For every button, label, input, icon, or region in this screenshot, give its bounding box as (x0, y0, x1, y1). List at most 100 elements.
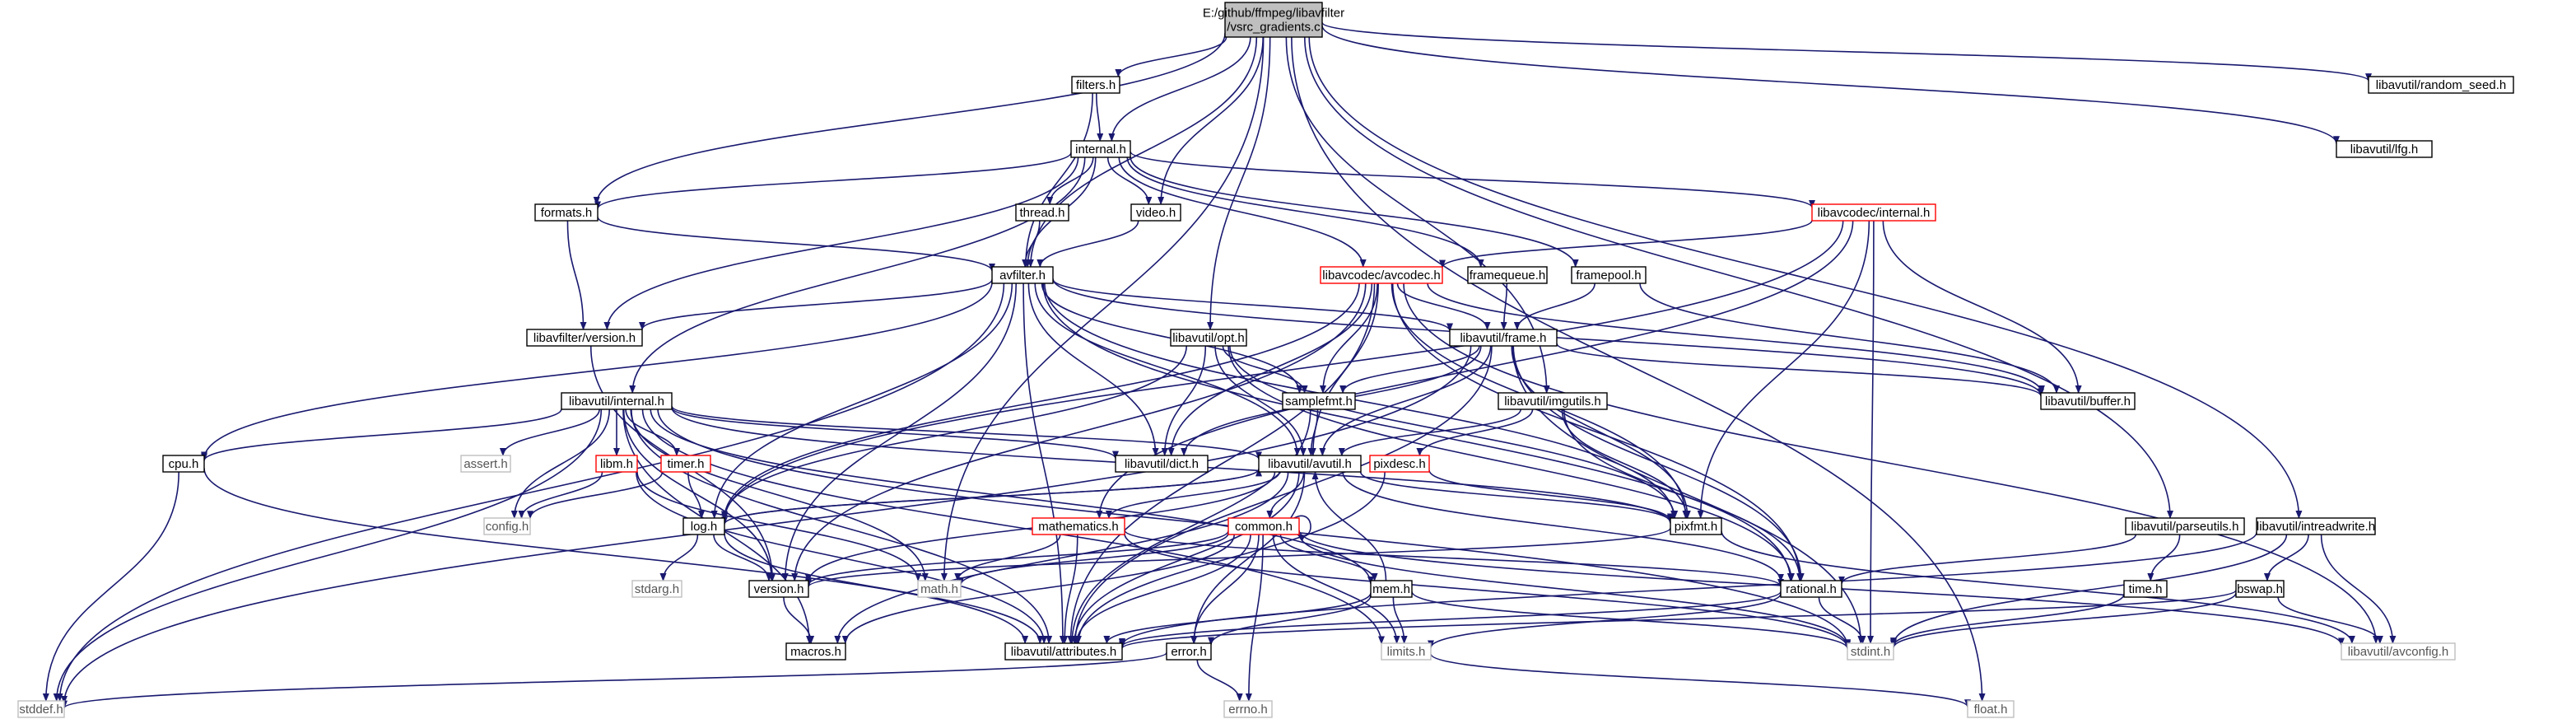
node-frame[interactable]: libavutil/frame.h (1449, 329, 1558, 347)
node-thread[interactable]: thread.h (1015, 203, 1069, 222)
edge-log-to-avutil (724, 468, 1262, 525)
edge-avcodec-to-frame (1396, 282, 1491, 330)
node-box (1571, 266, 1647, 284)
node-box (1170, 329, 1247, 347)
edge-common-to-version (805, 530, 1229, 586)
edge-limits-to-float (1430, 653, 1971, 708)
node-cpu[interactable]: cpu.h (162, 455, 205, 473)
edge-imgutils-to-rational (1563, 409, 1804, 581)
node-bswap[interactable]: bswap.h (2235, 580, 2285, 598)
node-opt[interactable]: libavutil/opt.h (1170, 329, 1247, 347)
edge-lavu_internal-to-math (630, 409, 929, 581)
node-intreadwrite[interactable]: libavutil/intreadwrite.h (2256, 517, 2376, 535)
node-label: mathematics.h (1038, 520, 1119, 534)
edge-internal-to-thread (1046, 156, 1094, 205)
node-label: limits.h (1387, 645, 1426, 659)
node-lavc_internal[interactable]: libavcodec/internal.h (1811, 203, 1936, 222)
node-label: filters.h (1076, 78, 1116, 92)
edge-lavc_internal-to-mathematics (1096, 220, 1854, 519)
node-imgutils[interactable]: libavutil/imgutils.h (1498, 392, 1608, 410)
node-box (1004, 642, 1123, 661)
node-attributes[interactable]: libavutil/attributes.h (1004, 642, 1123, 661)
edge-error-to-stddef (61, 651, 1167, 709)
node-random_seed[interactable]: libavutil/random_seed.h (2368, 76, 2514, 94)
node-stdint: stdint.h (1847, 642, 1894, 661)
edge-mathematics-to-attributes (1061, 534, 1078, 644)
node-label: internal.h (1075, 142, 1126, 156)
edge-filters-to-internal (1095, 92, 1104, 142)
node-common[interactable]: common.h (1227, 517, 1300, 535)
node-label: common.h (1235, 520, 1293, 534)
node-mathematics[interactable]: mathematics.h (1032, 517, 1125, 535)
node-lfg[interactable]: libavutil/lfg.h (2336, 140, 2433, 158)
node-label: assert.h (463, 457, 507, 471)
edge-root-to-math (940, 36, 1265, 581)
node-dict[interactable]: libavutil/dict.h (1115, 455, 1209, 473)
node-parseutils[interactable]: libavutil/parseutils.h (2125, 517, 2245, 535)
edge-avfilter-to-log (710, 282, 1013, 519)
edge-log-to-attributes (724, 533, 1044, 644)
node-framequeue[interactable]: framequeue.h (1467, 266, 1548, 284)
edge-formats-to-lavfi_version (566, 220, 587, 330)
edge-avutil-to-mathematics (1106, 471, 1280, 519)
node-rational[interactable]: rational.h (1780, 580, 1842, 598)
node-buffer[interactable]: libavutil/buffer.h (2040, 392, 2136, 410)
edge-common-to-math (957, 533, 1229, 586)
node-root[interactable]: E:/github/ffmpeg/libavfilter/vsrc_gradie… (1203, 2, 1344, 38)
edge-bswap-to-stdint (1890, 592, 2237, 649)
node-error[interactable]: error.h (1166, 642, 1212, 661)
node-lavu_internal[interactable]: libavutil/internal.h (561, 392, 673, 410)
node-label: mem.h (1372, 582, 1410, 596)
edge-avutil-to-pixfmt (1359, 471, 1674, 523)
node-box (460, 455, 511, 473)
node-libm[interactable]: libm.h (595, 455, 638, 473)
node-float: float.h (1967, 700, 2015, 718)
edge-avcodec-to-dict (1167, 282, 1373, 456)
node-label: float.h (1974, 703, 2008, 717)
node-internal[interactable]: internal.h (1070, 140, 1131, 158)
node-box (534, 203, 599, 222)
node-macros[interactable]: macros.h (785, 642, 846, 661)
edge-intreadwrite-to-avconfig (2320, 534, 2397, 644)
node-avcodec[interactable]: libavcodec/avcodec.h (1320, 266, 1443, 284)
edge-avfilter-to-dict (1027, 282, 1159, 456)
edge-avutil-to-attributes (1071, 471, 1300, 644)
node-box (2040, 392, 2136, 410)
edge-lavu_internal-to-assert (499, 409, 600, 456)
node-pixdesc[interactable]: pixdesc.h (1369, 455, 1430, 473)
node-lavfi_version[interactable]: libavfilter/version.h (526, 329, 643, 347)
edge-internal-to-lavu_internal (629, 156, 1086, 394)
node-avfilter[interactable]: avfilter.h (991, 266, 1054, 284)
node-label: version.h (754, 582, 804, 596)
node-label: pixfmt.h (1675, 520, 1718, 534)
node-filters[interactable]: filters.h (1071, 76, 1120, 94)
node-samplefmt[interactable]: samplefmt.h (1282, 392, 1356, 410)
node-mem[interactable]: mem.h (1370, 580, 1413, 598)
node-box (1811, 203, 1936, 222)
edge-internal-to-framepool (1130, 156, 1579, 268)
node-time[interactable]: time.h (2123, 580, 2168, 598)
edge-rational-to-attributes (1119, 591, 1782, 648)
node-formats[interactable]: formats.h (534, 203, 599, 222)
node-avutil[interactable]: libavutil/avutil.h (1258, 455, 1362, 473)
node-label: libavutil/frame.h (1460, 331, 1546, 345)
edge-mem-to-stdint (1411, 591, 1851, 650)
node-pixfmt[interactable]: pixfmt.h (1670, 517, 1722, 535)
node-log[interactable]: log.h (682, 517, 725, 535)
edge-internal-to-video (1106, 156, 1153, 205)
edge-root-to-video (1158, 36, 1264, 205)
node-timer[interactable]: timer.h (660, 455, 711, 473)
node-label: stdarg.h (635, 582, 679, 596)
node-label: libm.h (600, 457, 633, 471)
edge-samplefmt-to-avutil (1307, 409, 1319, 456)
edge-thread-to-avfilter (1022, 220, 1041, 268)
node-framepool[interactable]: framepool.h (1571, 266, 1647, 284)
edge-timer-to-log (687, 471, 706, 519)
node-box (1967, 700, 2015, 718)
node-version[interactable]: version.h (748, 580, 809, 598)
edge-avcodec-to-samplefmt (1319, 282, 1378, 394)
node-box (1258, 455, 1362, 473)
node-video[interactable]: video.h (1130, 203, 1181, 222)
edge-libm-to-attributes (636, 471, 1048, 644)
